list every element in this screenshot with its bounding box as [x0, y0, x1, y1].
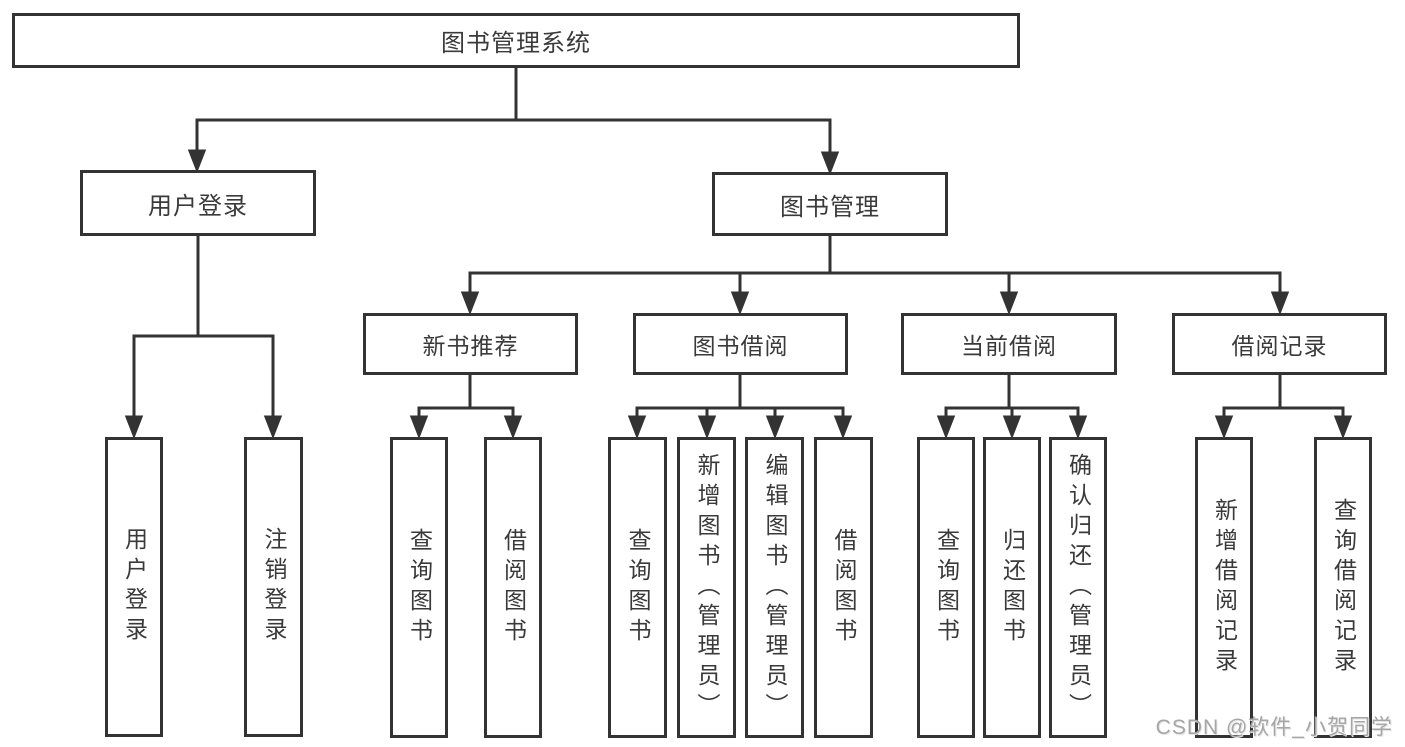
- leaf-logout-login: 注销登录: [244, 437, 303, 737]
- node-borrowing-records: 借阅记录: [1172, 313, 1387, 375]
- node-label: 注销登录: [261, 527, 287, 647]
- node-label: 查询借阅记录: [1330, 497, 1357, 678]
- leaf-add-borrow-record: 新增借阅记录: [1195, 437, 1253, 738]
- leaf-borrow-books-new-rec: 借阅图书: [484, 437, 542, 738]
- node-user-login: 用户登录: [80, 170, 316, 236]
- node-new-book-recommendation: 新书推荐: [363, 313, 578, 375]
- node-label: 查询图书: [625, 527, 651, 648]
- leaf-user-login: 用户登录: [105, 437, 163, 737]
- node-label: 确认归还（管理员）: [1065, 452, 1092, 723]
- node-label: 借阅图书: [500, 527, 527, 648]
- node-current-borrowing: 当前借阅: [901, 313, 1117, 375]
- node-label: 归还图书: [999, 527, 1026, 648]
- connector-book-mgmt-to-level2: [460, 234, 1290, 316]
- node-label: 图书管理系统: [441, 30, 591, 57]
- node-label: 编辑图书（管理员）: [762, 452, 788, 723]
- node-label: 用户登录: [148, 192, 248, 220]
- watermark-text: CSDN @软件_小贺同学: [1155, 716, 1393, 739]
- node-label: 查询图书: [406, 527, 433, 648]
- node-label: 借阅图书: [831, 527, 857, 648]
- connector-new-book-rec-to-children: [409, 373, 523, 440]
- connector-root-to-level1: [187, 66, 840, 176]
- connector-book-borrow-to-children: [627, 373, 853, 440]
- leaf-edit-books-admin: 编辑图书（管理员）: [745, 437, 804, 738]
- connector-borrow-record-to-children: [1214, 373, 1353, 440]
- leaf-borrow-books-borrowing: 借阅图书: [814, 437, 873, 738]
- leaf-confirm-return-admin: 确认归还（管理员）: [1049, 437, 1107, 738]
- node-label: 借阅记录: [1231, 333, 1328, 359]
- node-book-borrowing: 图书借阅: [633, 313, 848, 375]
- connector-user-login-to-children: [124, 234, 283, 440]
- leaf-add-books-admin: 新增图书（管理员）: [677, 437, 736, 738]
- node-label: 图书管理: [780, 193, 880, 221]
- node-label: 当前借阅: [961, 333, 1057, 359]
- leaf-query-books-borrowing: 查询图书: [608, 437, 667, 738]
- node-library-management-system: 图书管理系统: [12, 13, 1020, 68]
- node-book-management: 图书管理: [712, 172, 948, 236]
- leaf-query-books-current: 查询图书: [917, 437, 975, 738]
- leaf-query-borrow-record: 查询借阅记录: [1314, 437, 1372, 738]
- node-label: 新书推荐: [422, 333, 519, 359]
- node-label: 用户登录: [121, 527, 148, 647]
- node-label: 新增图书（管理员）: [694, 452, 720, 723]
- node-label: 新增借阅记录: [1211, 497, 1238, 678]
- connector-current-borrow-to-children: [936, 373, 1088, 440]
- leaf-return-books: 归还图书: [983, 437, 1041, 738]
- node-label: 查询图书: [933, 527, 960, 648]
- leaf-query-books-new-rec: 查询图书: [390, 437, 448, 738]
- node-label: 图书借阅: [692, 333, 789, 359]
